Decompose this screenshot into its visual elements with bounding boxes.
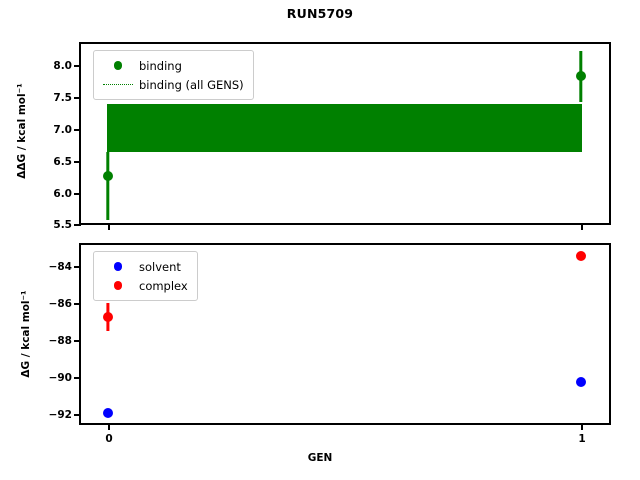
y-tick-label-bottom-2: −88 bbox=[48, 335, 72, 347]
y-tick-label-top-1: 7.5 bbox=[53, 92, 72, 104]
y-tick-label-bottom-3: −90 bbox=[48, 372, 72, 384]
y-tick-top-5 bbox=[74, 224, 81, 227]
y-tick-top-1 bbox=[74, 97, 81, 100]
y-tick-top-2 bbox=[74, 129, 81, 132]
y-axis-label-top: ΔΔG / kcal mol⁻¹ bbox=[16, 83, 28, 179]
binding-errorbar-gen0 bbox=[106, 152, 110, 220]
solvent-point-gen1[interactable] bbox=[576, 377, 586, 387]
binding-point-gen0[interactable] bbox=[103, 171, 113, 181]
x-tick-top-0 bbox=[108, 223, 111, 230]
y-tick-bottom-2 bbox=[74, 340, 81, 343]
y-tick-label-top-3: 6.5 bbox=[53, 156, 72, 168]
legend-dot-icon-solvent bbox=[101, 262, 135, 271]
x-tick-label-0: 0 bbox=[105, 433, 113, 445]
y-tick-top-4 bbox=[74, 193, 81, 196]
complex-point-gen1[interactable] bbox=[576, 251, 586, 261]
legend-dotted-line-icon-binding-all-gens bbox=[101, 84, 135, 85]
x-tick-bottom-1 bbox=[581, 423, 584, 430]
y-tick-label-top-5: 5.5 bbox=[53, 219, 72, 231]
y-tick-label-bottom-4: −92 bbox=[48, 409, 72, 421]
binding-all-gens-band bbox=[107, 104, 582, 152]
legend-item-solvent[interactable]: solvent bbox=[101, 257, 188, 276]
y-tick-label-bottom-1: −86 bbox=[48, 298, 72, 310]
complex-point-gen0[interactable] bbox=[103, 312, 113, 322]
legend-dot-icon-binding bbox=[101, 61, 135, 70]
x-axis-label: GEN bbox=[307, 452, 333, 464]
x-tick-label-1: 1 bbox=[578, 433, 586, 445]
legend-label-binding-all-gens: binding (all GENS) bbox=[139, 77, 244, 92]
legend-item-complex[interactable]: complex bbox=[101, 276, 188, 295]
top-plot-area bbox=[81, 44, 609, 223]
legend-dot-icon-complex bbox=[101, 281, 135, 290]
legend-item-binding[interactable]: binding bbox=[101, 56, 244, 75]
y-tick-label-top-4: 6.0 bbox=[53, 188, 72, 200]
y-tick-label-top-2: 7.0 bbox=[53, 124, 72, 136]
figure-title: RUN5709 bbox=[286, 6, 354, 21]
legend-item-binding-all-gens[interactable]: binding (all GENS) bbox=[101, 75, 244, 94]
binding-point-gen1[interactable] bbox=[576, 71, 586, 81]
y-tick-label-top-0: 8.0 bbox=[53, 60, 72, 72]
y-tick-top-0 bbox=[74, 65, 81, 68]
y-tick-bottom-0 bbox=[74, 266, 81, 269]
legend-label-complex: complex bbox=[139, 278, 188, 293]
y-tick-bottom-3 bbox=[74, 377, 81, 380]
y-tick-label-bottom-0: −84 bbox=[48, 261, 72, 273]
solvent-point-gen0[interactable] bbox=[103, 408, 113, 418]
bottom-plot-legend[interactable]: solvent complex bbox=[93, 251, 198, 301]
top-plot-axes: 8.0 7.5 7.0 6.5 6.0 5.5 bbox=[53, 42, 611, 231]
x-tick-top-1 bbox=[581, 223, 584, 230]
y-axis-label-bottom: ΔG / kcal mol⁻¹ bbox=[20, 290, 32, 378]
y-tick-bottom-1 bbox=[74, 303, 81, 306]
legend-label-binding: binding bbox=[139, 58, 182, 73]
legend-label-solvent: solvent bbox=[139, 259, 181, 274]
x-tick-bottom-0 bbox=[108, 423, 111, 430]
bottom-plot-area bbox=[81, 245, 609, 423]
y-tick-top-3 bbox=[74, 161, 81, 164]
top-plot-legend[interactable]: binding binding (all GENS) bbox=[93, 50, 254, 100]
bottom-plot-axes: −84 −86 −88 −90 −92 0 1 bbox=[49, 243, 611, 445]
y-tick-bottom-4 bbox=[74, 414, 81, 417]
